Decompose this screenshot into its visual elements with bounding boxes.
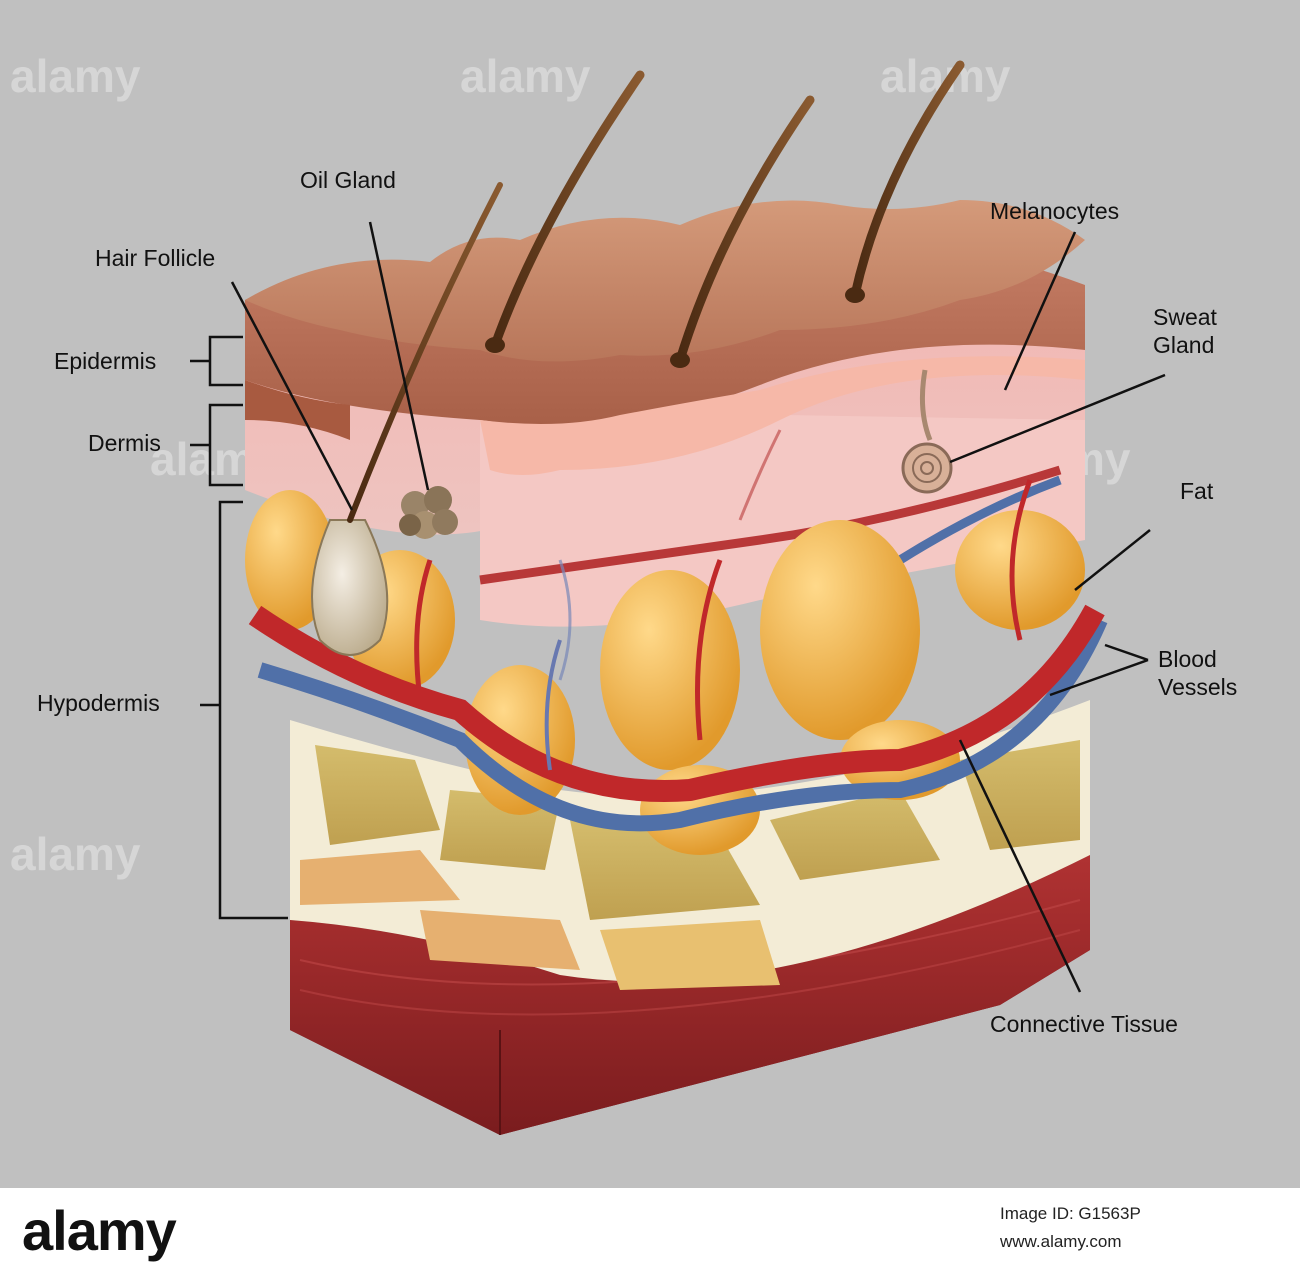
connective-tissue-leader xyxy=(958,739,1082,993)
oil-gland-cluster xyxy=(399,486,458,539)
skin-cross-section-illustration: alamy alamy alamy alamy alamy alamy alam… xyxy=(10,50,1166,1135)
blood-vessels-leader-a xyxy=(1104,643,1149,662)
skin-surface xyxy=(245,200,1085,362)
sweat-gland-structure xyxy=(901,369,953,494)
blood-vessels-leader-b xyxy=(1049,658,1149,697)
blood-vessels-label-line1: Blood xyxy=(1158,646,1217,672)
dermis-label: Dermis xyxy=(88,430,161,456)
dermal-vessels xyxy=(479,429,1062,681)
blood-vessels-label: Blood Vessels xyxy=(1158,645,1237,701)
image-id-text: Image ID: G1563P xyxy=(1000,1204,1141,1223)
watermark-text: alamy xyxy=(10,828,141,880)
oil-gland-leader xyxy=(368,221,430,491)
melanocytes-leader xyxy=(1003,231,1077,391)
main-blood-vessels xyxy=(248,479,1108,832)
hair-follicle-structure xyxy=(311,486,458,656)
brand-logo: alamy xyxy=(22,1199,177,1262)
watermark-text: alamy xyxy=(10,50,141,102)
oil-gland-label: Oil Gland xyxy=(300,167,396,193)
fat-label: Fat xyxy=(1180,478,1214,504)
sweat-gland-leader xyxy=(949,373,1166,464)
sweat-gland-label-line2: Gland xyxy=(1153,332,1215,358)
connective-tissue-label: Connective Tissue xyxy=(990,1011,1178,1037)
fat-leader xyxy=(1074,529,1151,591)
skin-diagram: alamy alamy alamy alamy alamy alamy alam… xyxy=(10,50,1238,1135)
melanocytes-label: Melanocytes xyxy=(990,198,1120,224)
footer-bar: alamy Image ID: G1563P www.alamy.com xyxy=(0,1188,1300,1278)
site-url-link[interactable]: www.alamy.com xyxy=(1000,1232,1122,1251)
hairs xyxy=(347,60,965,523)
epidermis-bracket xyxy=(208,335,243,387)
sweat-gland-label: Sweat Gland xyxy=(1153,303,1217,359)
hair-follicle-label: Hair Follicle xyxy=(95,245,216,271)
sweat-gland-label-line1: Sweat xyxy=(1153,304,1217,330)
epidermis-label: Epidermis xyxy=(54,348,157,374)
hypodermis-label: Hypodermis xyxy=(37,690,160,716)
hypodermis-bracket xyxy=(218,500,288,920)
leader-lines xyxy=(190,221,1166,993)
blood-vessels-label-line2: Vessels xyxy=(1158,674,1238,700)
watermark-text: alamy xyxy=(460,50,591,102)
hair-follicle-leader xyxy=(230,281,354,511)
